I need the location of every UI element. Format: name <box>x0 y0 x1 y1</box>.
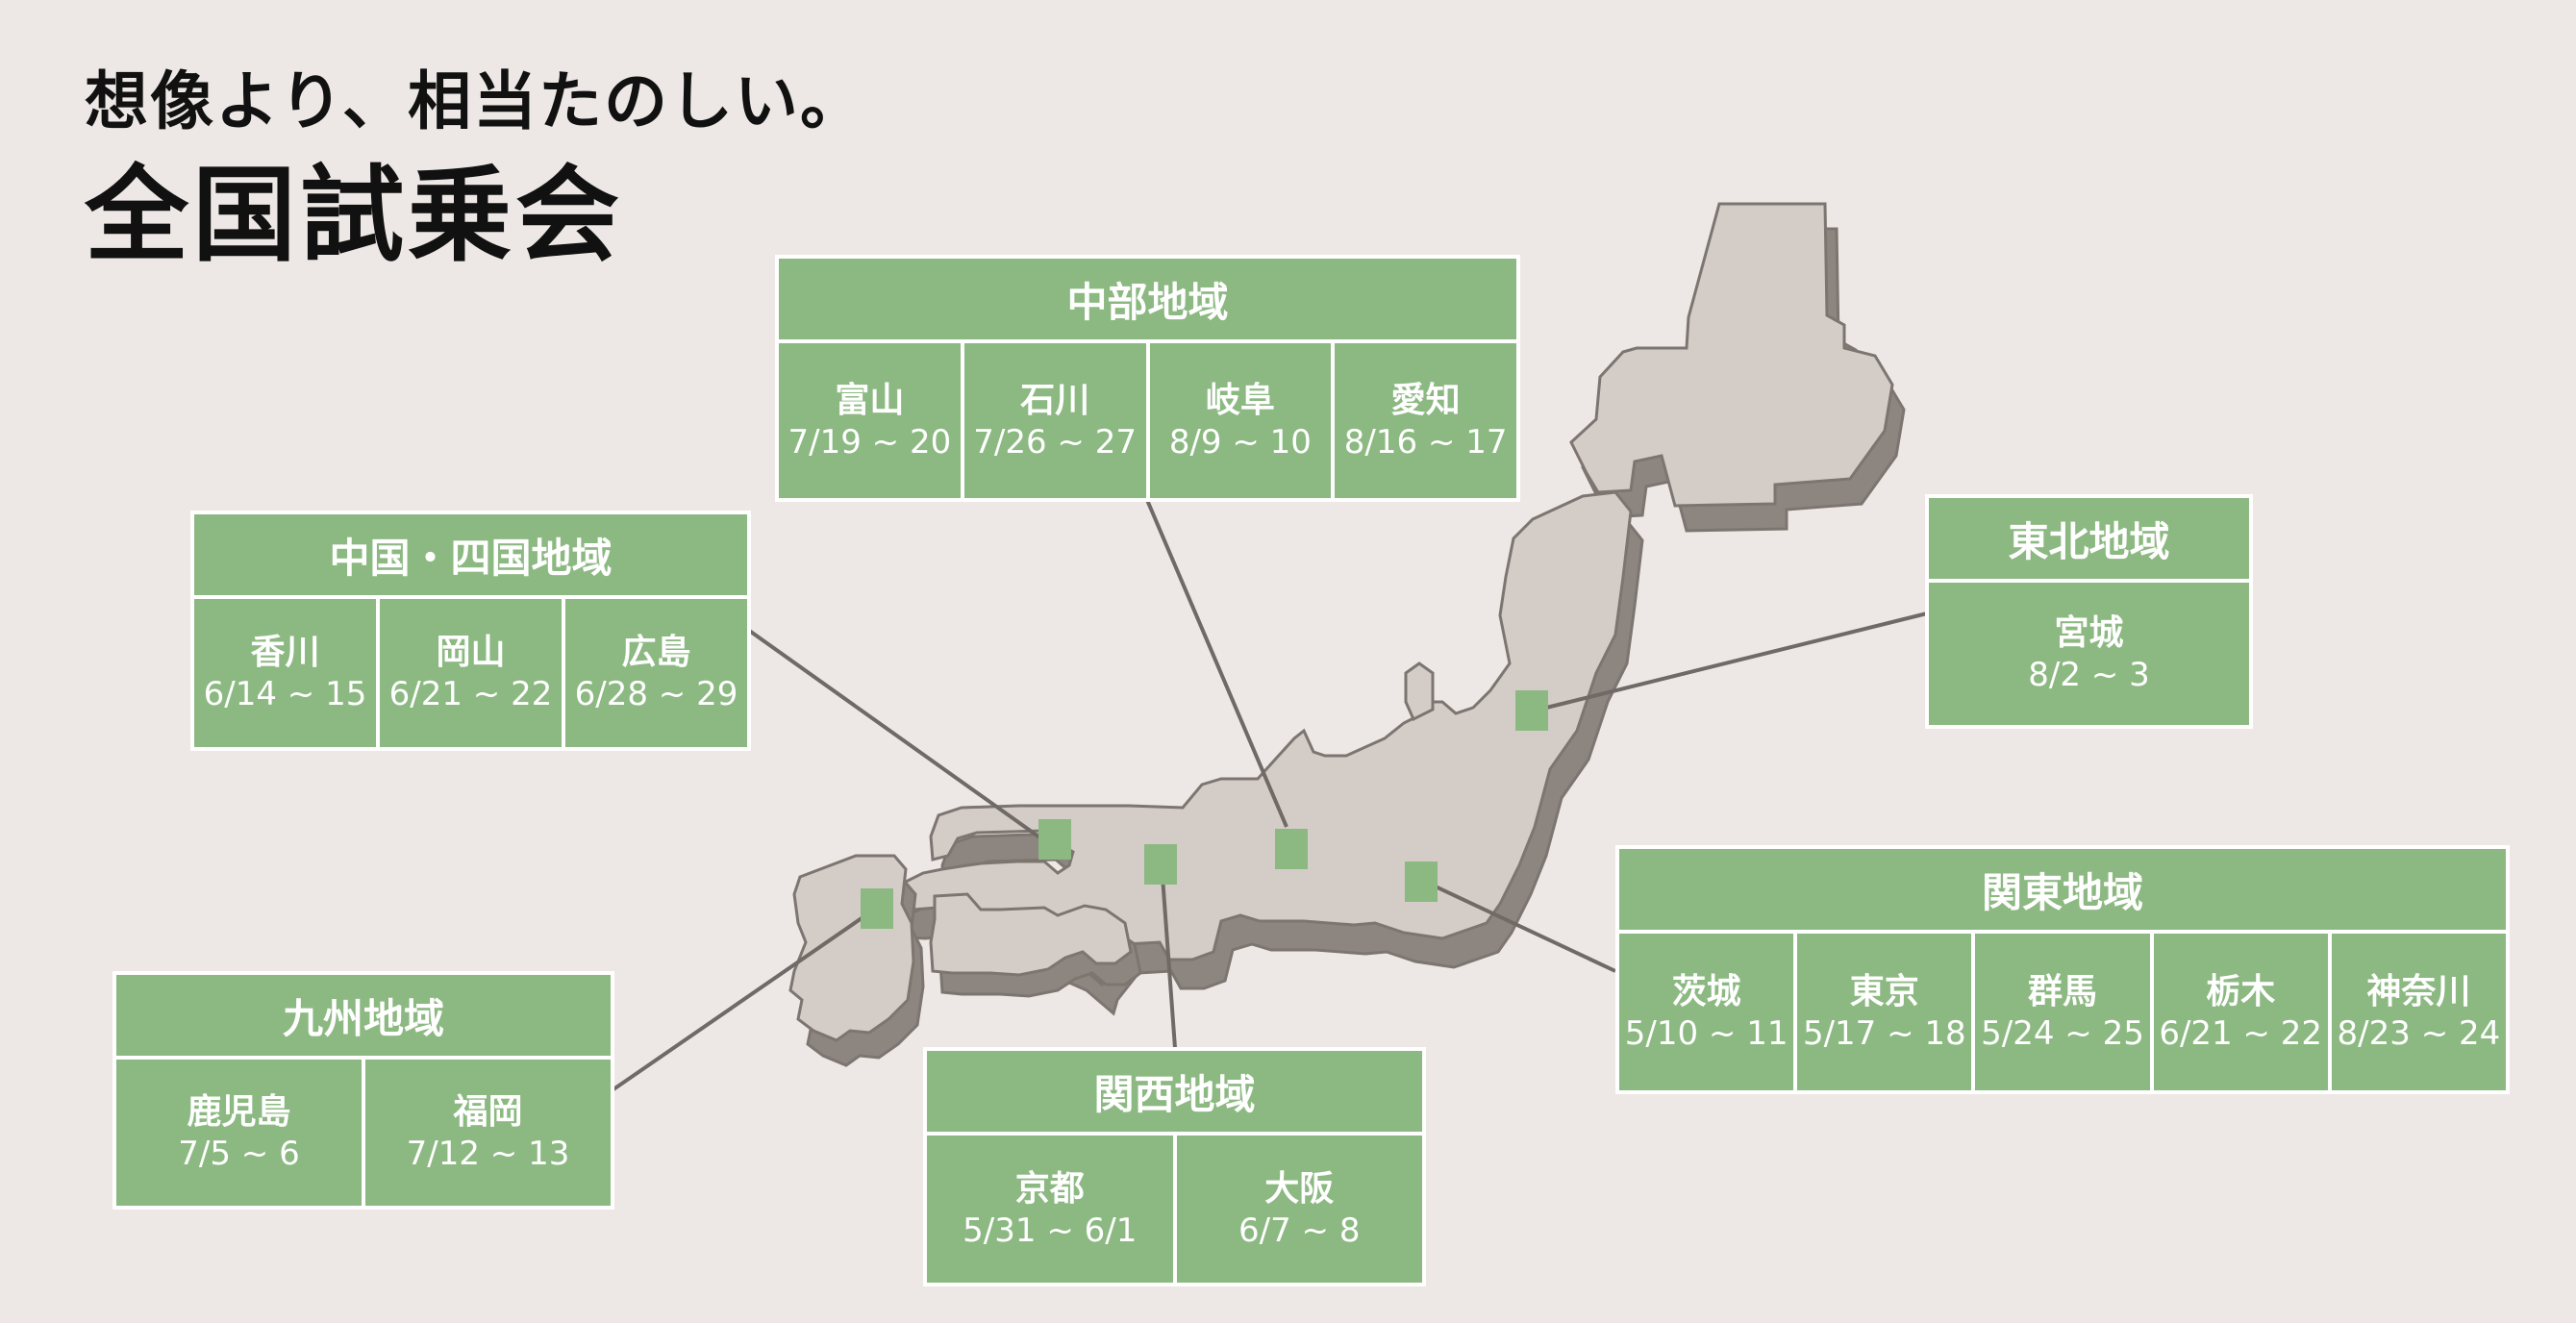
prefecture-aichi: 愛知 8/16 ~ 17 <box>1335 343 1516 498</box>
leader-line-kanto <box>1422 879 1616 973</box>
prefecture-dates: 7/12 ~ 13 <box>406 1135 570 1173</box>
prefecture-hiroshima: 広島 6/28 ~ 29 <box>565 599 747 747</box>
land-honshu <box>861 490 1644 1016</box>
prefecture-dates: 6/28 ~ 29 <box>574 675 738 713</box>
prefecture-dates: 6/7 ~ 8 <box>1238 1211 1361 1250</box>
region-tohoku: 東北地域 宮城 8/2 ~ 3 <box>1925 494 2253 729</box>
prefecture-tochigi: 栃木 6/21 ~ 22 <box>2153 934 2328 1090</box>
header: 想像より、相当たのしい。 全国試乗会 <box>85 63 865 279</box>
prefecture-dates: 7/19 ~ 20 <box>788 422 952 462</box>
prefecture-dates: 5/31 ~ 6/1 <box>963 1211 1138 1250</box>
prefecture-dates: 8/16 ~ 17 <box>1343 422 1508 462</box>
prefecture-dates: 8/9 ~ 10 <box>1168 422 1312 462</box>
location-markers <box>861 690 1548 929</box>
prefecture-name: 神奈川 <box>2366 971 2471 1011</box>
prefecture-gifu: 岐阜 8/9 ~ 10 <box>1149 343 1332 498</box>
leader-line-tohoku <box>1530 612 1928 713</box>
prefecture-name: 広島 <box>621 633 691 672</box>
marker-tohoku <box>1515 690 1548 731</box>
prefecture-fukuoka: 福岡 7/12 ~ 13 <box>365 1060 611 1206</box>
region-chubu: 中部地域 富山 7/19 ~ 20 石川 7/26 ~ 27 岐阜 8/9 ~ … <box>775 255 1520 502</box>
prefecture-dates: 8/23 ~ 24 <box>2337 1013 2501 1053</box>
region-title-chubu: 中部地域 <box>779 259 1516 339</box>
region-title-kyushu: 九州地域 <box>116 975 611 1056</box>
land-hokkaido <box>1569 202 1906 533</box>
tagline: 想像より、相当たのしい。 <box>85 64 866 138</box>
prefecture-ishikawa: 石川 7/26 ~ 27 <box>963 343 1146 498</box>
marker-kanto <box>1405 861 1438 902</box>
prefecture-name: 富山 <box>835 380 905 420</box>
prefecture-name: 石川 <box>1020 380 1090 420</box>
marker-kyushu <box>861 888 893 929</box>
prefecture-name: 岡山 <box>436 633 506 672</box>
marker-kansai <box>1144 844 1177 885</box>
prefecture-okayama: 岡山 6/21 ~ 22 <box>380 599 562 747</box>
land-kyushu <box>788 854 925 1067</box>
prefecture-kagoshima: 鹿児島 7/5 ~ 6 <box>116 1060 362 1206</box>
prefecture-name: 大阪 <box>1264 1168 1335 1209</box>
prefecture-name: 宮城 <box>2054 613 2124 653</box>
prefecture-name: 茨城 <box>1671 971 1741 1011</box>
marker-chubu <box>1275 829 1308 869</box>
region-kyushu: 九州地域 鹿児島 7/5 ~ 6 福岡 7/12 ~ 13 <box>113 971 614 1210</box>
land-shikoku <box>929 892 1142 998</box>
prefecture-dates: 5/24 ~ 25 <box>1981 1013 2144 1053</box>
prefecture-tokyo: 東京 5/17 ~ 18 <box>1797 934 1972 1090</box>
leader-line-kansai <box>1160 862 1177 1049</box>
page-title: 全国試乗会 <box>85 156 624 276</box>
prefecture-ibaraki: 茨城 5/10 ~ 11 <box>1619 934 1794 1090</box>
region-title-kansai: 関西地域 <box>927 1051 1422 1132</box>
leader-line-chugoku-shikoku <box>746 628 1054 848</box>
prefecture-dates: 5/10 ~ 11 <box>1624 1013 1788 1053</box>
prefecture-kanagawa: 神奈川 8/23 ~ 24 <box>2331 934 2507 1090</box>
leader-line-kyushu <box>612 906 879 1091</box>
region-title-tohoku: 東北地域 <box>1929 498 2249 579</box>
prefecture-name: 栃木 <box>2206 971 2276 1011</box>
leader-lines <box>612 499 1928 1091</box>
region-title-kanto: 関東地域 <box>1619 849 2506 930</box>
prefecture-name: 東京 <box>1849 971 1919 1011</box>
prefecture-name: 愛知 <box>1390 380 1461 420</box>
prefecture-name: 岐阜 <box>1205 380 1275 420</box>
prefecture-name: 福岡 <box>453 1092 523 1132</box>
prefecture-osaka: 大阪 6/7 ~ 8 <box>1176 1136 1422 1283</box>
prefecture-miyagi: 宮城 8/2 ~ 3 <box>1929 583 2249 725</box>
prefecture-kyoto: 京都 5/31 ~ 6/1 <box>927 1136 1173 1283</box>
prefecture-dates: 7/5 ~ 6 <box>178 1135 300 1173</box>
prefecture-dates: 8/2 ~ 3 <box>2028 656 2150 694</box>
prefecture-name: 群馬 <box>2028 971 2098 1011</box>
prefecture-name: 香川 <box>250 633 320 672</box>
prefecture-kagawa: 香川 6/14 ~ 15 <box>194 599 376 747</box>
prefecture-name: 京都 <box>1014 1168 1085 1209</box>
region-chugoku-shikoku: 中国・四国地域 香川 6/14 ~ 15 岡山 6/21 ~ 22 広島 6/2… <box>190 511 751 751</box>
prefecture-gunma: 群馬 5/24 ~ 25 <box>1975 934 2150 1090</box>
leader-line-chubu <box>1145 499 1288 828</box>
prefecture-toyama: 富山 7/19 ~ 20 <box>779 343 961 498</box>
region-kansai: 関西地域 京都 5/31 ~ 6/1 大阪 6/7 ~ 8 <box>923 1047 1426 1286</box>
prefecture-dates: 6/14 ~ 15 <box>203 675 367 713</box>
prefecture-dates: 7/26 ~ 27 <box>973 422 1137 462</box>
region-title-chugoku-shikoku: 中国・四国地域 <box>194 514 747 595</box>
region-kanto: 関東地域 茨城 5/10 ~ 11 東京 5/17 ~ 18 群馬 5/24 ~… <box>1615 845 2510 1094</box>
prefecture-dates: 6/21 ~ 22 <box>2159 1013 2323 1053</box>
prefecture-name: 鹿児島 <box>187 1092 291 1132</box>
prefecture-dates: 5/17 ~ 18 <box>1802 1013 1966 1053</box>
marker-chugoku-shikoku <box>1038 819 1071 860</box>
prefecture-dates: 6/21 ~ 22 <box>388 675 553 713</box>
